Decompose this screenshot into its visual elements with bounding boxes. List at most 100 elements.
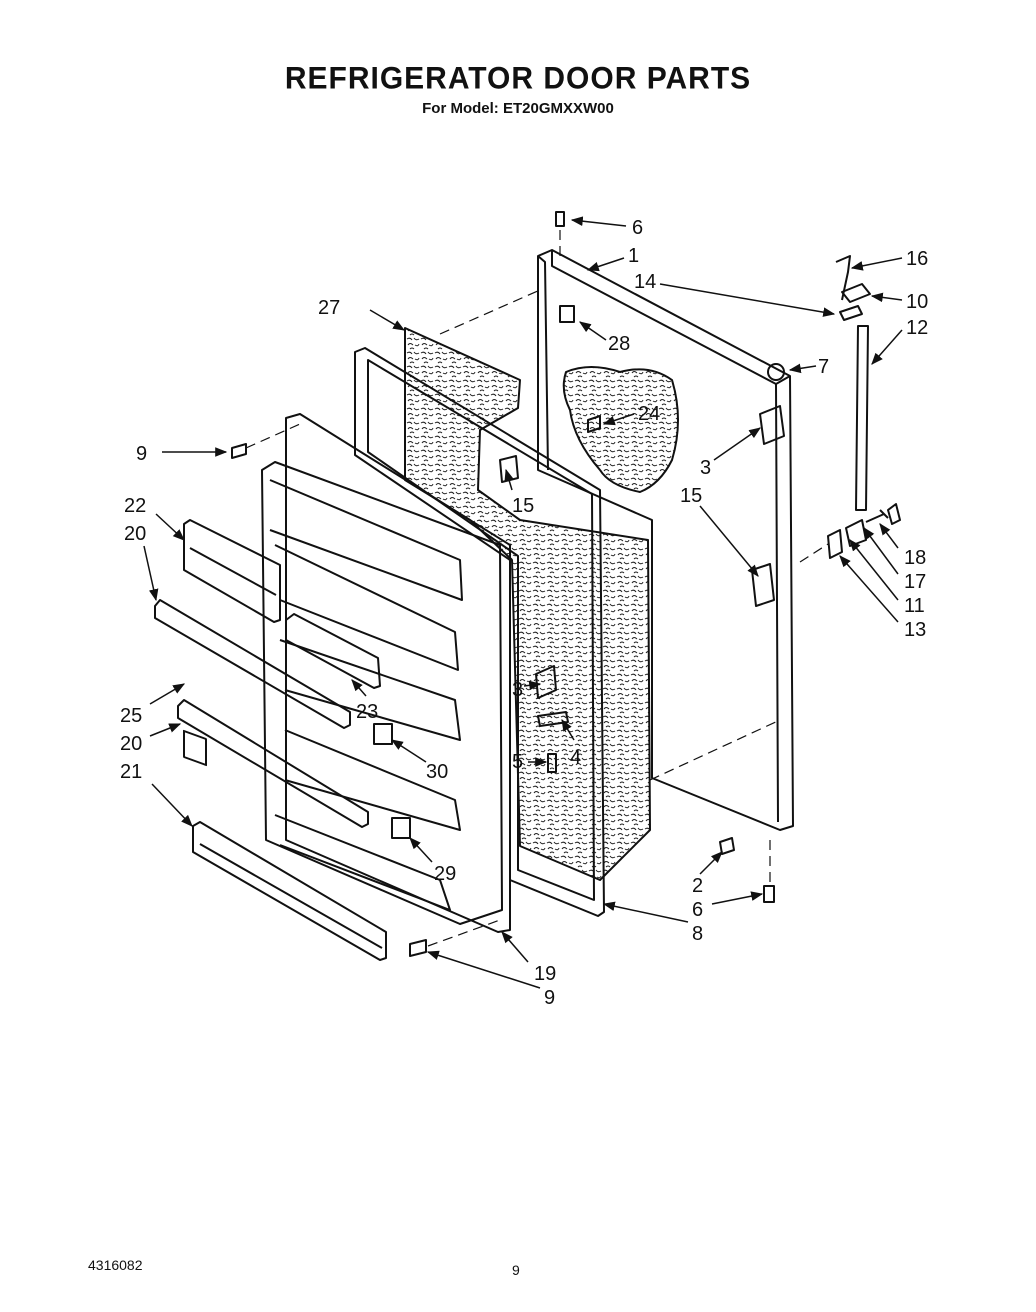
- hinge-10: [841, 283, 871, 303]
- shelf-21: [192, 821, 387, 961]
- callout-29: 29: [434, 863, 456, 885]
- leader-1: [586, 257, 625, 272]
- panel-cutaway: [562, 366, 679, 493]
- stop-29: [391, 817, 411, 839]
- leader-17: [863, 527, 899, 575]
- callout-5: 5: [512, 751, 523, 773]
- screw-6-top: [555, 211, 565, 227]
- callout-23: 23: [356, 701, 378, 723]
- callout-18: 18: [904, 547, 926, 569]
- leader-23: [351, 679, 367, 697]
- model-subtitle: For Model: ET20GMXXW00: [422, 100, 614, 117]
- callout-6-top: 6: [632, 217, 643, 239]
- leader-7: [788, 363, 817, 374]
- callout-15-inner: 15: [512, 495, 534, 517]
- leader-4: [561, 718, 575, 741]
- bar-20-upper: [154, 599, 351, 729]
- screw-9-bottom: [409, 939, 427, 957]
- page-title: REFRIGERATOR DOOR PARTS: [284, 61, 752, 96]
- align-line-top: [439, 230, 561, 335]
- callout-24: 24: [638, 403, 660, 425]
- callout-9-bottom: 9: [544, 987, 555, 1009]
- callout-22: 22: [124, 495, 146, 517]
- callout-19: 19: [534, 963, 556, 985]
- bracket-25: [183, 729, 207, 767]
- door-gasket: [354, 347, 605, 917]
- clip-15-inner: [499, 455, 519, 483]
- leader-3-lower: [523, 680, 542, 691]
- leader-6-top: [570, 216, 627, 227]
- hinge-parts-11-13: [827, 519, 867, 559]
- plug-7: [767, 363, 785, 381]
- document-number: 4316082: [88, 1257, 143, 1273]
- leader-29: [409, 837, 433, 863]
- screw-17: [865, 509, 889, 523]
- callout-11: 11: [904, 595, 925, 617]
- leader-28: [579, 321, 607, 341]
- leader-27: [369, 309, 406, 331]
- shelf-23: [285, 613, 381, 689]
- door-gasket-inner: [367, 359, 595, 901]
- leader-8: [602, 901, 689, 923]
- outer-door-panel: [537, 249, 794, 831]
- callout-27: 27: [318, 297, 340, 319]
- leader-11: [849, 539, 899, 601]
- washer-2: [719, 837, 735, 855]
- callout-30: 30: [426, 761, 448, 783]
- screw-9-top: [231, 443, 247, 459]
- page-number: 9: [512, 1262, 520, 1278]
- leader-15-inner: [504, 468, 514, 491]
- liner-shelves: [269, 479, 463, 911]
- bushing-16: [835, 255, 851, 301]
- align-line-hinge: [799, 543, 829, 563]
- callout-10: 10: [906, 291, 928, 313]
- callout-16: 16: [906, 248, 928, 270]
- door-liner-inner: [261, 461, 503, 925]
- callout-13: 13: [904, 619, 926, 641]
- callout-20-upper: 20: [124, 523, 146, 545]
- callout-7: 7: [818, 356, 829, 378]
- leader-18: [879, 523, 899, 549]
- callout-15-right: 15: [680, 485, 702, 507]
- screw-6-bottom: [763, 885, 775, 903]
- callout-3-upper: 3: [700, 457, 711, 479]
- leader-3-upper: [713, 427, 761, 461]
- hinge-pin-12: [855, 325, 869, 511]
- door-liner: [285, 413, 511, 933]
- leader-21: [151, 783, 193, 827]
- leader-24: [602, 413, 635, 426]
- leader-15-right: [699, 505, 759, 577]
- leader-6-bottom: [711, 891, 764, 905]
- leader-19: [501, 931, 529, 963]
- leader-13: [839, 555, 899, 623]
- callout-17: 17: [904, 571, 926, 593]
- leader-9-bottom: [426, 950, 541, 989]
- hinge-3-upper: [759, 405, 785, 445]
- leader-2: [699, 851, 723, 875]
- leader-25: [149, 683, 186, 705]
- outer-door-panel-edge: [537, 250, 791, 823]
- callout-2: 2: [692, 875, 703, 897]
- cap-18: [887, 503, 901, 525]
- align-line-bottom: [427, 719, 781, 947]
- callout-28: 28: [608, 333, 630, 355]
- shelf-22: [183, 519, 281, 623]
- callout-20-lower: 20: [120, 733, 142, 755]
- screw-5: [547, 753, 557, 773]
- leader-16: [850, 257, 903, 271]
- callout-8: 8: [692, 923, 703, 945]
- handle-mount-15: [751, 563, 775, 607]
- leader-12: [871, 329, 903, 365]
- leader-20-lower: [149, 723, 182, 737]
- callout-3-lower: 3: [512, 679, 523, 701]
- callout-1: 1: [628, 245, 639, 267]
- bar-20-lower: [177, 699, 369, 828]
- nut-28: [559, 305, 575, 323]
- callout-12: 12: [906, 317, 928, 339]
- leader-22: [155, 513, 185, 541]
- leader-14: [659, 283, 836, 317]
- callout-14: 14: [634, 271, 656, 293]
- leader-30: [390, 739, 427, 763]
- callout-21: 21: [120, 761, 142, 783]
